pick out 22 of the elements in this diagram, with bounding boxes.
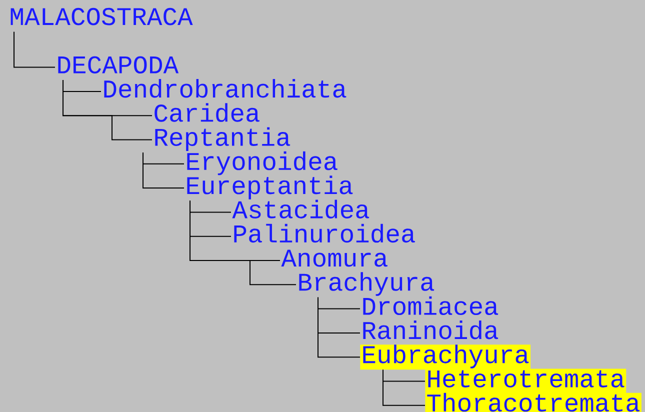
taxon-label: DECAPODA [58, 56, 179, 74]
taxon-label: Eryonoidea [187, 151, 338, 176]
taxon-label: Anomura [281, 250, 388, 267]
taxon-label: Astacidea [232, 200, 370, 219]
tree-connector [62, 80, 152, 140]
taxon-label: Eureptantia [187, 176, 353, 200]
taxon-label: Dromiacea [363, 296, 498, 316]
taxon-label: Dendrobranchiata [104, 78, 346, 98]
taxon-label: Caridea [154, 103, 260, 122]
taxon-label: MALACOSTRACA [10, 8, 193, 26]
taxon-label: Thoracotremata [425, 392, 642, 412]
tree-connector [382, 369, 426, 406]
taxon-label: Reptantia [155, 127, 290, 152]
tree-connector [318, 296, 360, 358]
taxon-label: Brachyura [299, 272, 434, 296]
taxon-label: Eubrachyura [360, 344, 531, 370]
taxon-label: Raninoida [363, 320, 498, 340]
tree-connector [14, 31, 56, 68]
taxon-label: Palinuroidea [234, 224, 415, 243]
tree-connector [190, 200, 296, 286]
taxon-label: Heterotremata [425, 368, 626, 394]
tree-connector [142, 152, 184, 189]
